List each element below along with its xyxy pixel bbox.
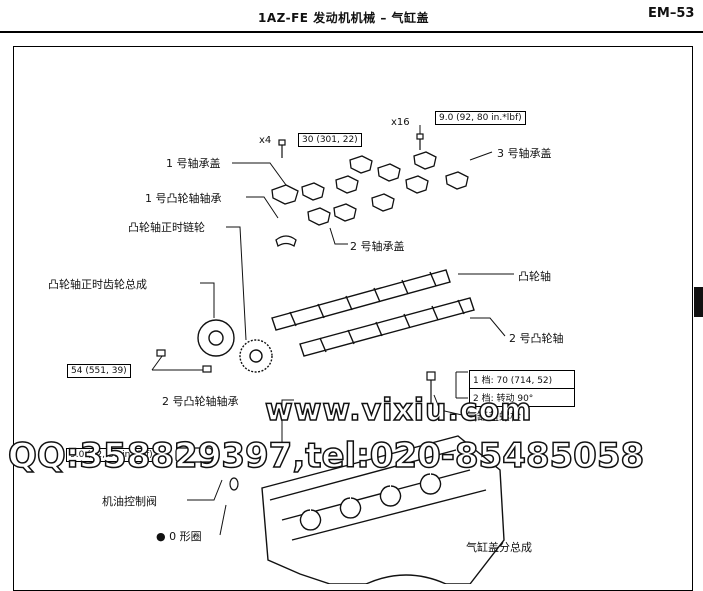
label-camshaft: 凸轮轴: [518, 270, 551, 283]
label-no2-camshaft: 2 号凸轮轴: [509, 332, 564, 345]
section-tab: [694, 287, 703, 317]
label-no1-bearing-cap: 1 号轴承盖: [166, 157, 221, 170]
watermark-site: www.vixiu.com: [264, 392, 533, 429]
label-o-ring: ● 0 形圈: [156, 530, 202, 543]
label-camshaft-timing-sprocket: 凸轮轴正时链轮: [128, 221, 205, 234]
torque-spec-caps: 9.0 (92, 80 in.*lbf): [435, 111, 526, 125]
label-no3-bearing-cap: 3 号轴承盖: [497, 147, 552, 160]
label-no1-camshaft-bearing: 1 号凸轮轴轴承: [145, 192, 222, 205]
cylinder-head: [261, 435, 505, 584]
camshafts: [271, 269, 475, 357]
torque-spec-gear-bolt: 54 (551, 39): [67, 364, 131, 378]
page-code: EM–53: [648, 6, 695, 21]
label-oil-control-valve: 机油控制阀: [102, 495, 157, 508]
quantity-x16: x16: [391, 117, 410, 128]
page-title: 1AZ-FE 发动机机械 – 气缸盖: [258, 11, 430, 25]
label-cylinder-head-sub-assy: 气缸盖分总成: [466, 541, 532, 554]
torque-step-1: 1 档: 70 (714, 52): [470, 371, 574, 389]
label-no2-camshaft-bearing: 2 号凸轮轴轴承: [162, 395, 239, 408]
page-header: 1AZ-FE 发动机机械 – 气缸盖 EM–53: [0, 0, 703, 34]
torque-spec-ocv: 9.0 (92, 80 in.*lbf): [66, 448, 157, 462]
bolts: [156, 133, 436, 491]
torque-spec-head-bolt: 1 档: 70 (714, 52) 2 档: 转动 90°: [469, 370, 575, 407]
cam-bearing-caps: [271, 151, 469, 247]
timing-gears: [197, 319, 273, 373]
watermark-contact: QQ:358829397,tel:020-85485058: [7, 435, 645, 477]
header-rule: [0, 31, 703, 33]
label-camshaft-timing-gear-assy: 凸轮轴正时齿轮总成: [48, 278, 147, 291]
label-cylinder-head-bolt: 气缸盖螺栓: [466, 410, 521, 423]
torque-step-2: 2 档: 转动 90°: [473, 394, 534, 404]
quantity-x4: x4: [259, 135, 272, 146]
label-no2-bearing-cap: 2 号轴承盖: [350, 240, 405, 253]
torque-spec-cap1: 30 (301, 22): [298, 133, 362, 147]
